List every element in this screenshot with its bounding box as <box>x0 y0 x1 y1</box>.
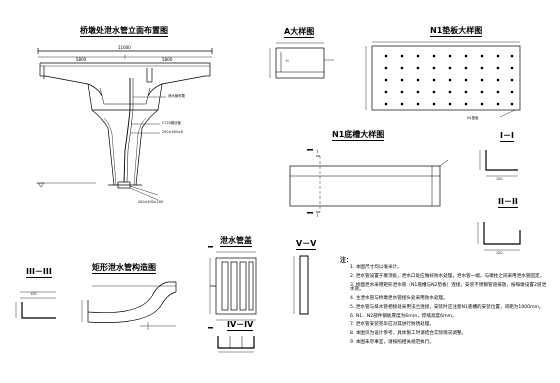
note-item: 1. 本图尺寸均以毫米计。 <box>350 265 402 270</box>
detail-a-title: A大样图 <box>284 27 315 38</box>
cut-label-top: I <box>317 149 319 154</box>
note-item: 6. N1、N2部件钢板厚度为6mm，焊缝高度6mm。 <box>350 313 457 319</box>
dim-right: 5800 <box>162 57 173 62</box>
sec-dim-3: 120 <box>30 292 37 296</box>
note-item: 7. 泄水管安装完毕应对其进行防锈处理。 <box>350 322 434 328</box>
note-item: 5. 泄水管与排水管相接处采用法兰连接，安装时应注意N1底槽的安装位置，间距为1… <box>350 304 544 310</box>
n1-gutter-drawing <box>289 155 449 213</box>
h-label: H <box>286 59 289 63</box>
pipe-note-3: 250×160×6 <box>162 130 183 134</box>
note-item: 9. 本图未尽事宜，请按照相关规范执行。 <box>350 339 434 345</box>
section-3-drawing <box>15 291 56 319</box>
pier-section-title: 桥墩处泄水管立面布置图 <box>80 26 168 37</box>
section-2-drawing <box>477 222 521 251</box>
note-item: 2. 泄水管设置于墩顶处，泄水口处应做好防水处理，泄水管一端，与墩柱之间采用泄水… <box>350 273 545 279</box>
section-4-drawing <box>217 336 255 353</box>
pipe-note-2: CT20钢丝管 <box>162 121 181 125</box>
n1-plate-title: N1垫板大样图 <box>430 26 483 37</box>
section-4-title: IV－IV <box>227 320 254 331</box>
plate-note: N1垫板 <box>467 116 479 120</box>
pipe-note-1: 泄水管布置 <box>168 94 185 98</box>
dim-left: 5800 <box>76 57 87 62</box>
sec-dim-2: 120 <box>496 251 503 255</box>
section-1-title: I－I <box>500 131 514 142</box>
sec-dim-1: 120 <box>496 177 503 181</box>
dim-overall: 11600 <box>118 45 131 50</box>
n1-gutter-title: N1底槽大样图 <box>332 130 385 141</box>
section-5-drawing <box>293 255 309 315</box>
section-2-title: II－II <box>498 197 518 208</box>
note-item: 8. 本图仅为设计参考，具体施工时请结合实际情况调整。 <box>350 331 467 337</box>
rect-pipe-title: 矩形泄水管构造图 <box>92 263 156 274</box>
section-5-title: V－V <box>296 239 317 250</box>
n1-plate-holes <box>384 54 514 106</box>
drain-cover-drawing <box>209 251 257 321</box>
notes-heading: 注： <box>340 257 353 264</box>
note-item: 4. 主泄水管与桥墩泄水管接头处采用防水处理。 <box>350 295 448 301</box>
pipe-note-4: 200×200×200 <box>138 200 164 204</box>
section-1-drawing <box>479 150 518 177</box>
notes-list: 1. 本图尺寸均以毫米计。 2. 泄水管设置于墩顶处，泄水口处应做好防水处理，泄… <box>350 265 550 350</box>
drain-cover-title: 泄水管盖 <box>220 236 252 247</box>
section-3-title: III－III <box>26 267 52 278</box>
n1-plate-drawing <box>365 41 521 118</box>
note-item: 3. 桥面泄水采用矩形泄水管（N1底槽与N2垫板）连接，安装不锈钢管道排放，按每… <box>350 282 547 293</box>
pier-section-drawing <box>36 48 213 201</box>
rect-pipe-drawing <box>81 281 177 330</box>
detail-a-drawing <box>269 42 334 79</box>
cut-label-bottom: I <box>317 213 319 218</box>
